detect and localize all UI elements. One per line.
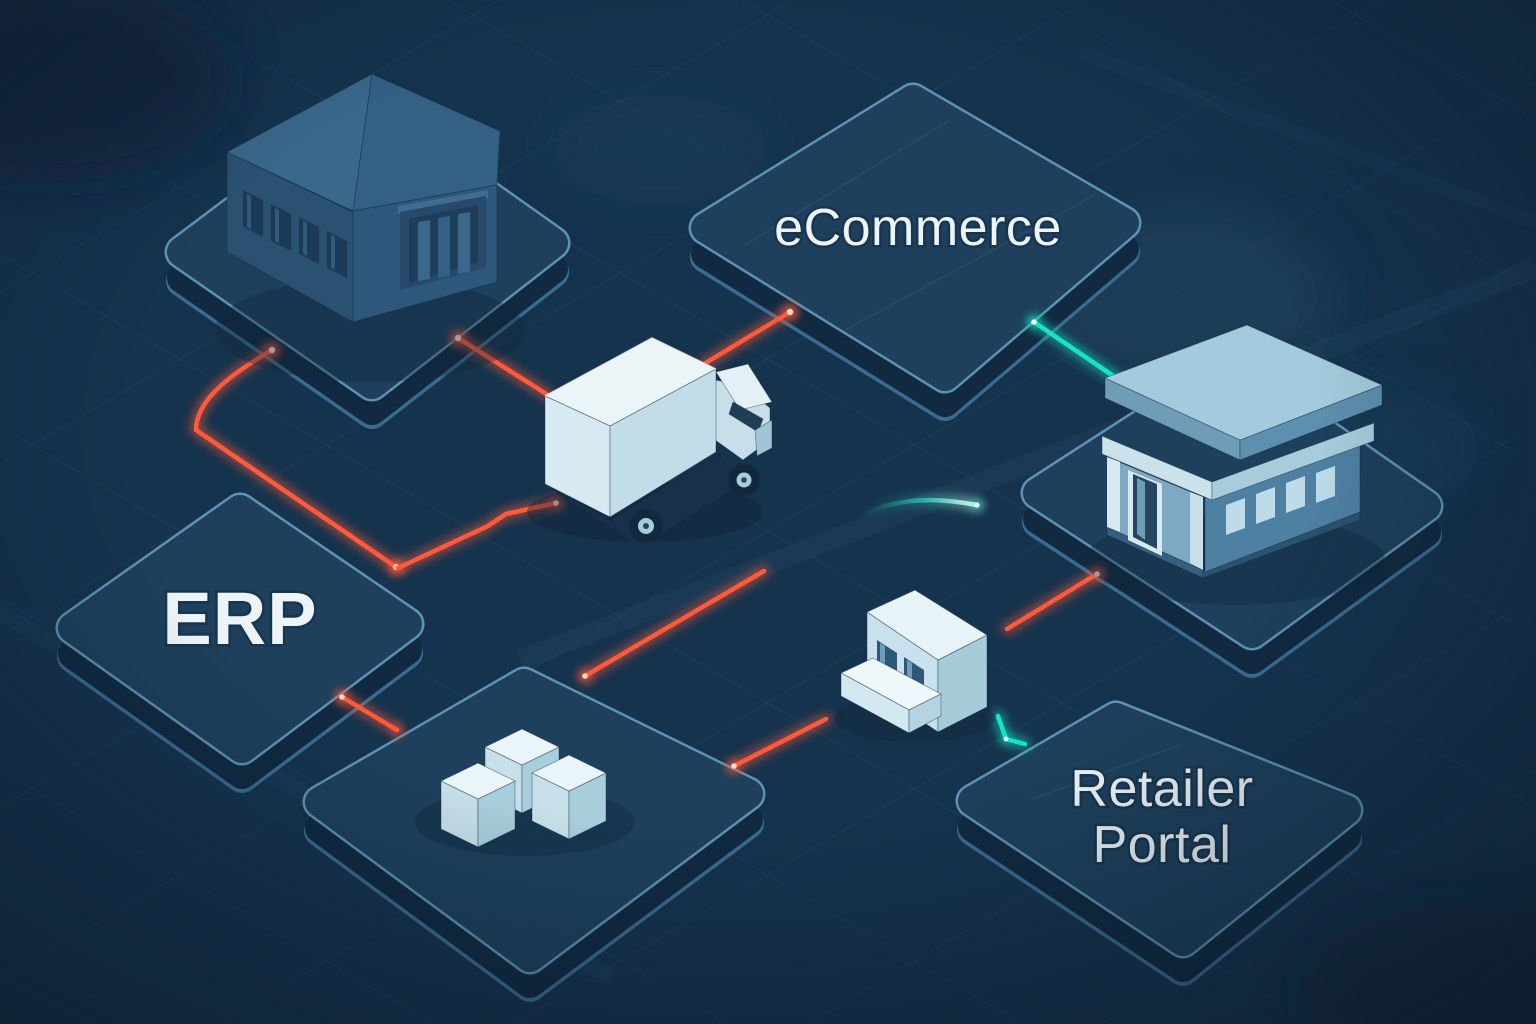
isometric-integration-diagram: eCommerce ERP Retailer Portal — [0, 0, 1536, 1024]
vignette-overlay — [0, 0, 1536, 1024]
diagram-canvas: eCommerce ERP Retailer Portal — [0, 0, 1536, 1024]
